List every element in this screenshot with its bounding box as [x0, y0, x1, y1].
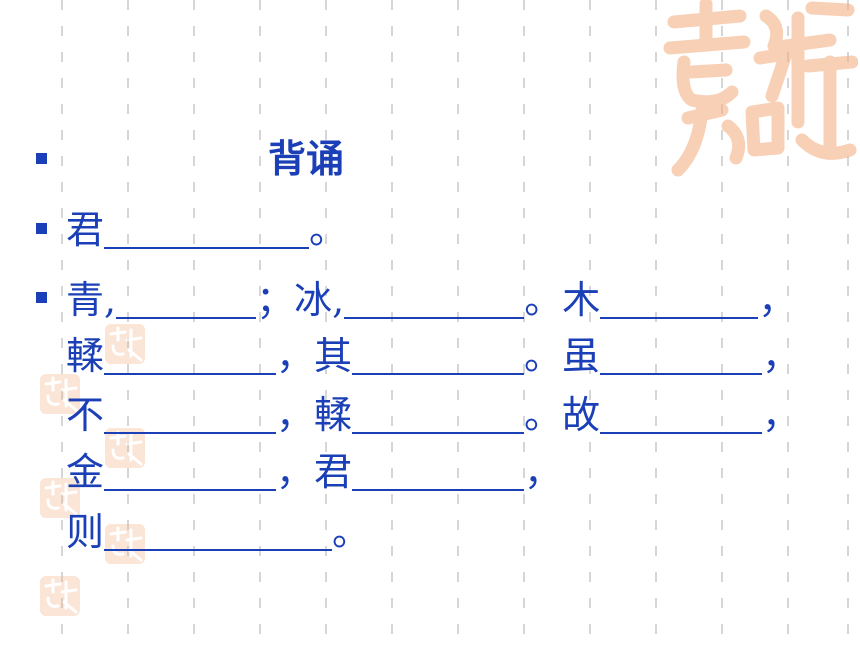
line3-d: ， [762, 334, 801, 378]
line4-d: ， [762, 393, 801, 437]
slide-title: 背诵 [268, 136, 345, 181]
recitation-line-1: 君。 [66, 211, 347, 249]
line3-c: 。虽 [524, 334, 601, 378]
line4-a: 不 [66, 393, 105, 437]
bullet-marker [36, 292, 47, 303]
recitation-line-6: 则。 [66, 513, 370, 551]
line4-b: ，輮 [276, 393, 353, 437]
line2-a: 青, [66, 278, 117, 322]
fill-blank[interactable] [600, 341, 763, 375]
fill-blank[interactable] [600, 285, 759, 319]
fill-blank[interactable] [116, 285, 257, 319]
fill-blank[interactable] [352, 341, 525, 375]
jixiang-seal-small-icon [105, 324, 145, 364]
line2-b: ；冰, [256, 278, 345, 322]
fill-blank[interactable] [600, 400, 763, 434]
jixiang-seal-small-icon [40, 576, 80, 616]
line3-a: 輮 [66, 334, 105, 378]
line2-c: 。木 [524, 278, 601, 322]
fill-blank[interactable] [104, 457, 277, 491]
fill-blank[interactable] [104, 341, 277, 375]
recitation-line-2: 青, ；冰, 。木 ， [66, 281, 796, 319]
fill-blank[interactable] [104, 400, 277, 434]
recitation-line-3: 輮 ，其 。虽 ， [66, 337, 800, 375]
fill-blank[interactable] [352, 457, 525, 491]
recitation-line-4: 不 ，輮 。故 ， [66, 396, 800, 434]
line2-d: ， [758, 278, 797, 322]
line5-b: ，君 [276, 450, 353, 494]
fill-blank[interactable] [344, 285, 525, 319]
jixiang-seal-small-icon [40, 374, 80, 414]
line1-start: 君 [66, 208, 105, 252]
fill-blank[interactable] [104, 215, 310, 249]
line5-a: 金 [66, 450, 105, 494]
jixiang-seal-small-icon [105, 428, 145, 468]
line6-a: 则 [66, 510, 105, 554]
recitation-line-5: 金 ，君 ， [66, 453, 562, 491]
line1-end: 。 [309, 208, 348, 252]
bullet-marker [36, 153, 47, 164]
line4-c: 。故 [524, 393, 601, 437]
fill-blank[interactable] [352, 400, 525, 434]
jixiang-seal-small-icon [40, 478, 80, 518]
bullet-marker [36, 223, 47, 234]
jixiang-seal-icon [663, 0, 858, 177]
line6-b: 。 [332, 510, 371, 554]
line5-c: ， [524, 450, 563, 494]
fill-blank[interactable] [104, 517, 333, 551]
jixiang-seal-small-icon [105, 524, 145, 564]
line3-b: ，其 [276, 334, 353, 378]
